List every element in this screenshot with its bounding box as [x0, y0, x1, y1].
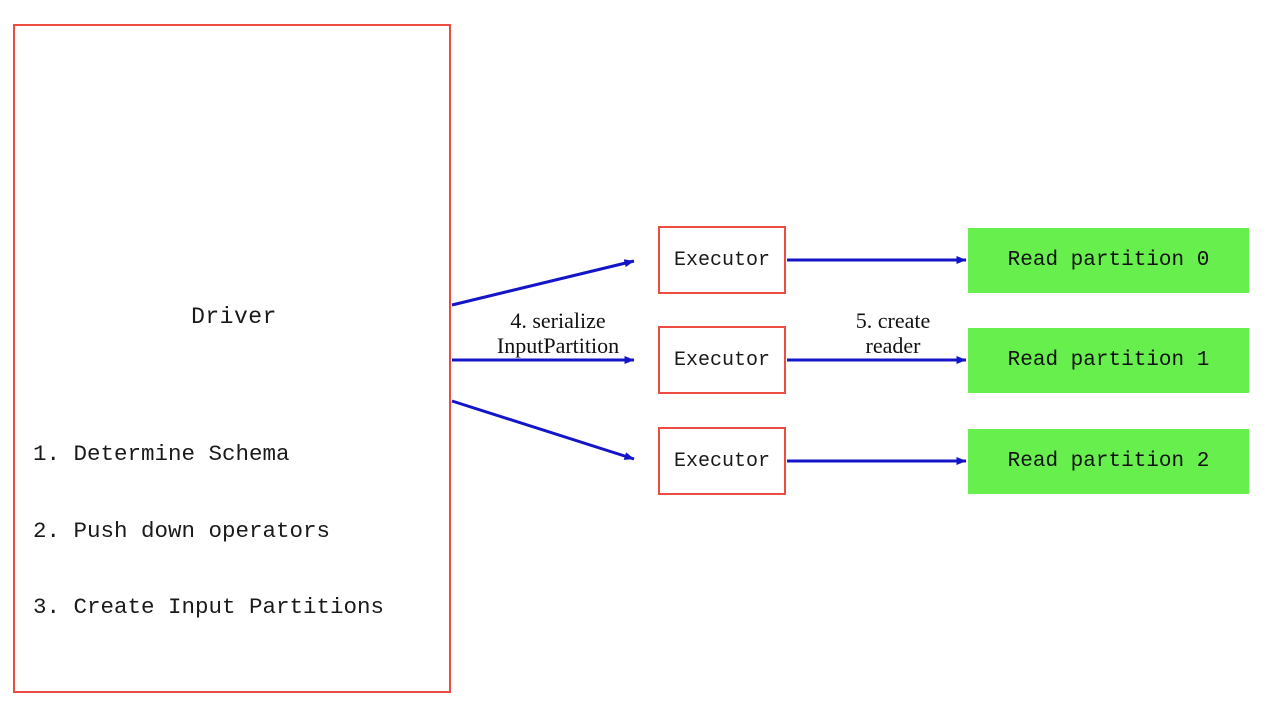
partition-label-0: Read partition 0 [1007, 249, 1210, 272]
executor-box-1: Executor [658, 326, 786, 394]
driver-step-3: 3. Create Input Partitions [33, 594, 385, 620]
partition-label-1: Read partition 1 [1007, 349, 1210, 372]
arrow-driver-to-executor-2 [451, 399, 635, 461]
arrow-label-serialize: 4. serialize InputPartition [496, 308, 620, 358]
executor-box-0: Executor [658, 226, 786, 294]
executor-label-2: Executor [673, 449, 770, 473]
executor-label-0: Executor [673, 248, 770, 272]
driver-step-2: 2. Push down operators [33, 517, 331, 544]
partition-box-2: Read partition 2 [968, 429, 1249, 494]
executor-box-2: Executor [658, 427, 786, 495]
driver-step-1: 1. Determine Schema [33, 441, 290, 467]
driver-title: Driver [191, 304, 277, 330]
partition-label-2: Read partition 2 [1007, 450, 1210, 473]
partition-box-1: Read partition 1 [968, 328, 1249, 393]
driver-box: Driver 1. Determine Schema 2. Push down … [13, 24, 451, 693]
driver-steps-list: 1. Determine Schema 2. Push down operato… [33, 391, 384, 672]
partition-box-0: Read partition 0 [968, 228, 1249, 293]
arrow-driver-to-executor-0 [451, 259, 635, 307]
arrow-label-create-reader: 5. create reader [855, 308, 931, 358]
executor-label-1: Executor [673, 348, 770, 372]
